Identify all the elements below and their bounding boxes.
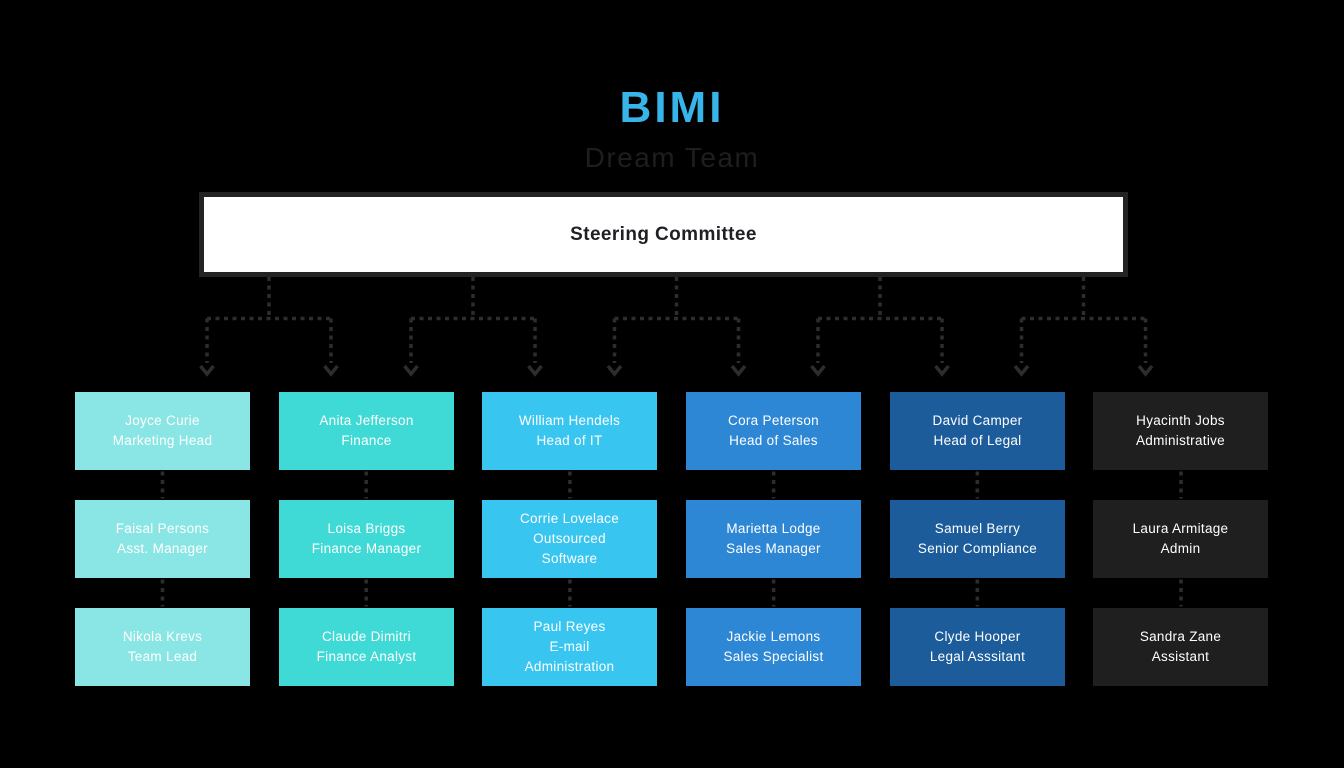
org-node-finance-analyst: Claude Dimitri Finance Analyst	[279, 608, 454, 686]
column-1: Joyce Curie Marketing Head Faisal Person…	[75, 392, 250, 686]
brand-title: BIMI	[619, 83, 725, 132]
member-name: William Hendels	[518, 413, 621, 428]
member-name: Nikola Krevs	[122, 629, 203, 644]
member-title: Finance Analyst	[316, 649, 417, 664]
member-name: Claude Dimitri	[322, 629, 411, 644]
org-node-sales-specialist: Jackie Lemons Sales Specialist	[686, 608, 861, 686]
member-title: Outsourced Software	[533, 531, 606, 566]
member-name: Samuel Berry	[934, 521, 1021, 536]
member-title: Finance	[341, 433, 392, 448]
org-node-legal-assistant: Clyde Hooper Legal Asssitant	[890, 608, 1065, 686]
member-name: Loisa Briggs	[327, 521, 406, 536]
member-name: Paul Reyes	[533, 619, 606, 634]
member-name: Hyacinth Jobs	[1136, 413, 1225, 428]
org-node-administrative: Hyacinth Jobs Administrative	[1093, 392, 1268, 470]
member-name: Cora Peterson	[728, 413, 819, 428]
org-node-asst-manager: Faisal Persons Asst. Manager	[75, 500, 250, 578]
member-title: Asst. Manager	[117, 541, 208, 556]
org-node-sales-manager: Marietta Lodge Sales Manager	[686, 500, 861, 578]
member-name: David Camper	[932, 413, 1023, 428]
column-4: Cora Peterson Head of Sales Marietta Lod…	[686, 392, 861, 686]
org-node-outsourced-software: Corrie Lovelace Outsourced Software	[482, 500, 657, 578]
member-title: Sales Specialist	[723, 649, 824, 664]
member-name: Laura Armitage	[1132, 521, 1229, 536]
member-name: Corrie Lovelace	[519, 511, 620, 526]
member-title: Finance Manager	[311, 541, 422, 556]
org-node-head-of-legal: David Camper Head of Legal	[890, 392, 1065, 470]
column-6: Hyacinth Jobs Administrative Laura Armit…	[1093, 392, 1268, 686]
member-name: Joyce Curie	[125, 413, 200, 428]
member-name: Faisal Persons	[115, 521, 210, 536]
member-name: Sandra Zane	[1139, 629, 1222, 644]
org-node-finance: Anita Jefferson Finance	[279, 392, 454, 470]
member-title: Marketing Head	[112, 433, 213, 448]
member-title: Head of Legal	[933, 433, 1022, 448]
team-subtitle: Dream Team	[584, 142, 760, 173]
column-2: Anita Jefferson Finance Loisa Briggs Fin…	[279, 392, 454, 686]
org-node-admin: Laura Armitage Admin	[1093, 500, 1268, 578]
org-node-head-of-it: William Hendels Head of IT	[482, 392, 657, 470]
member-name: Anita Jefferson	[319, 413, 414, 428]
org-node-marketing-head: Joyce Curie Marketing Head	[75, 392, 250, 470]
member-title: Senior Compliance	[917, 541, 1038, 556]
member-name: Clyde Hooper	[934, 629, 1021, 644]
member-name: Jackie Lemons	[726, 629, 821, 644]
steering-committee-node: Steering Committee	[199, 192, 1128, 277]
member-title: Admin	[1160, 541, 1201, 556]
column-3: William Hendels Head of IT Corrie Lovela…	[482, 392, 657, 686]
org-node-email-administration: Paul Reyes E-mail Administration	[482, 608, 657, 686]
org-node-assistant: Sandra Zane Assistant	[1093, 608, 1268, 686]
steering-committee-label: Steering Committee	[570, 223, 757, 245]
column-5: David Camper Head of Legal Samuel Berry …	[890, 392, 1065, 686]
member-title: Team Lead	[127, 649, 198, 664]
member-title: Administrative	[1136, 433, 1225, 448]
org-node-senior-compliance: Samuel Berry Senior Compliance	[890, 500, 1065, 578]
org-node-finance-manager: Loisa Briggs Finance Manager	[279, 500, 454, 578]
member-title: E-mail Administration	[524, 639, 615, 674]
org-node-team-lead: Nikola Krevs Team Lead	[75, 608, 250, 686]
org-node-head-of-sales: Cora Peterson Head of Sales	[686, 392, 861, 470]
member-title: Assistant	[1151, 649, 1210, 664]
member-title: Head of IT	[536, 433, 603, 448]
member-title: Sales Manager	[726, 541, 821, 556]
member-title: Head of Sales	[729, 433, 818, 448]
member-title: Legal Asssitant	[929, 649, 1026, 664]
member-name: Marietta Lodge	[726, 521, 821, 536]
